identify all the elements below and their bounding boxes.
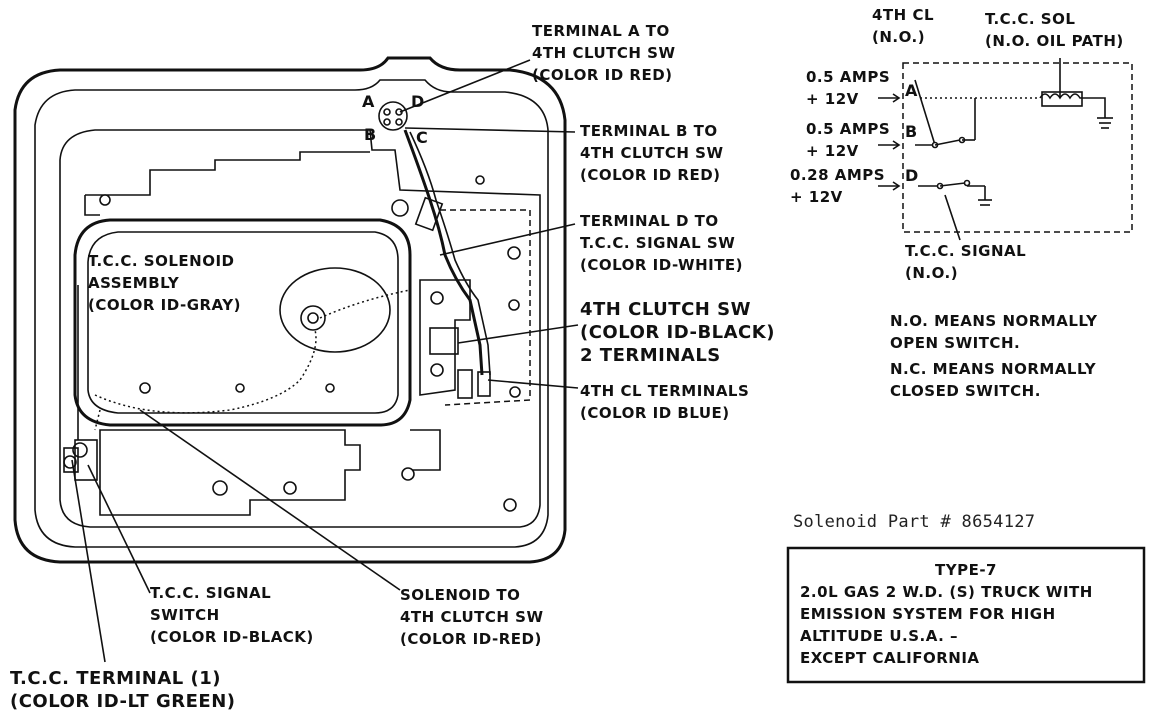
callout-text: (COLOR ID-GRAY): [88, 296, 241, 314]
type-box-title: TYPE-7: [935, 561, 997, 579]
note-line: N.C. MEANS NORMALLY: [890, 360, 1097, 378]
callout-text: 4TH CLUTCH SW: [580, 299, 751, 320]
note-line: N.O. MEANS NORMALLY: [890, 312, 1098, 330]
callout-text: TERMINAL B TO: [580, 122, 718, 140]
callout-terminal-b: TERMINAL B TO 4TH CLUTCH SW (COLOR ID RE…: [580, 122, 724, 184]
callout-text: T.C.C. SOLENOID: [88, 252, 234, 270]
schematic-terminal-b: B: [905, 122, 917, 141]
callout-text: (COLOR ID-WHITE): [580, 256, 743, 274]
feed-b-amps: 0.5 AMPS: [806, 120, 890, 138]
schematic-4th-cl-label: 4TH CL: [872, 6, 934, 24]
connector-letter-a: A: [362, 92, 375, 111]
type-box: TYPE-7 2.0L GAS 2 W.D. (S) TRUCK WITH EM…: [786, 546, 1146, 684]
callout-text: (COLOR ID-LT GREEN): [10, 691, 236, 712]
callout-text: 4TH CLUTCH SW: [400, 608, 544, 626]
callout-4th-clutch-sw: 4TH CLUTCH SW (COLOR ID-BLACK) 2 TERMINA…: [580, 299, 775, 366]
callout-text: T.C.C. SIGNAL: [150, 584, 271, 602]
callout-tcc-signal-switch: T.C.C. SIGNAL SWITCH (COLOR ID-BLACK): [150, 584, 314, 646]
feed-b-volts: + 12V: [806, 142, 859, 160]
legend-notes: N.O. MEANS NORMALLY OPEN SWITCH. N.C. ME…: [890, 312, 1098, 400]
type-box-line: EMISSION SYSTEM FOR HIGH: [800, 605, 1056, 623]
connector-letter-b: B: [364, 125, 376, 144]
part-number: Solenoid Part # 8654127: [793, 512, 1035, 532]
schematic-terminal-d: D: [905, 166, 918, 185]
note-line: OPEN SWITCH.: [890, 334, 1020, 352]
callout-text: SWITCH: [150, 606, 220, 624]
callout-text: SOLENOID TO: [400, 586, 520, 604]
feed-d-volts: + 12V: [790, 188, 843, 206]
callout-text: (COLOR ID-RED): [400, 630, 542, 648]
feed-d-amps: 0.28 AMPS: [790, 166, 885, 184]
callout-text: TERMINAL A TO: [532, 22, 670, 40]
callout-text: 2 TERMINALS: [580, 345, 721, 366]
electrical-schematic: 4TH CL (N.O.) T.C.C. SOL (N.O. OIL PATH)…: [790, 6, 1133, 282]
type-box-line: ALTITUDE U.S.A. –: [800, 627, 958, 645]
callout-terminal-d: TERMINAL D TO T.C.C. SIGNAL SW (COLOR ID…: [580, 212, 743, 274]
schematic-4th-cl-state: (N.O.): [872, 28, 925, 46]
callout-text: TERMINAL D TO: [580, 212, 719, 230]
callout-solenoid-to-4th: SOLENOID TO 4TH CLUTCH SW (COLOR ID-RED): [400, 586, 544, 648]
callout-4th-cl-terminals: 4TH CL TERMINALS (COLOR ID BLUE): [580, 382, 749, 422]
connector-letters: A D B C: [362, 92, 428, 147]
schematic-tcc-signal-state: (N.O.): [905, 264, 958, 282]
callout-text: (COLOR ID-BLACK): [150, 628, 314, 646]
callout-text: 4TH CLUTCH SW: [580, 144, 724, 162]
connector-letter-d: D: [411, 92, 424, 111]
callout-text: 4TH CLUTCH SW: [532, 44, 676, 62]
schematic-tcc-signal-label: T.C.C. SIGNAL: [905, 242, 1026, 260]
schematic-tcc-sol-label: T.C.C. SOL: [985, 10, 1075, 28]
schematic-terminal-a: A: [905, 81, 918, 100]
connector-letter-c: C: [416, 128, 428, 147]
callout-text: (COLOR ID RED): [580, 166, 721, 184]
callout-text: 4TH CL TERMINALS: [580, 382, 749, 400]
callout-tcc-solenoid: T.C.C. SOLENOID ASSEMBLY (COLOR ID-GRAY): [88, 252, 241, 314]
feed-a-volts: + 12V: [806, 90, 859, 108]
feed-a-amps: 0.5 AMPS: [806, 68, 890, 86]
callout-text: T.C.C. TERMINAL (1): [10, 668, 221, 689]
callout-text: (COLOR ID RED): [532, 66, 673, 84]
callout-text: (COLOR ID BLUE): [580, 404, 730, 422]
transmission-case: [13, 56, 567, 564]
callout-tcc-terminal: T.C.C. TERMINAL (1) (COLOR ID-LT GREEN): [10, 668, 236, 712]
callout-text: ASSEMBLY: [88, 274, 180, 292]
callout-text: (COLOR ID-BLACK): [580, 322, 775, 343]
callout-text: T.C.C. SIGNAL SW: [580, 234, 735, 252]
leader-lines: [71, 59, 579, 663]
type-box-line: EXCEPT CALIFORNIA: [800, 649, 980, 667]
type-box-line: 2.0L GAS 2 W.D. (S) TRUCK WITH: [800, 583, 1093, 601]
schematic-tcc-sol-state: (N.O. OIL PATH): [985, 32, 1124, 50]
note-line: CLOSED SWITCH.: [890, 382, 1041, 400]
callout-terminal-a: TERMINAL A TO 4TH CLUTCH SW (COLOR ID RE…: [532, 22, 676, 84]
